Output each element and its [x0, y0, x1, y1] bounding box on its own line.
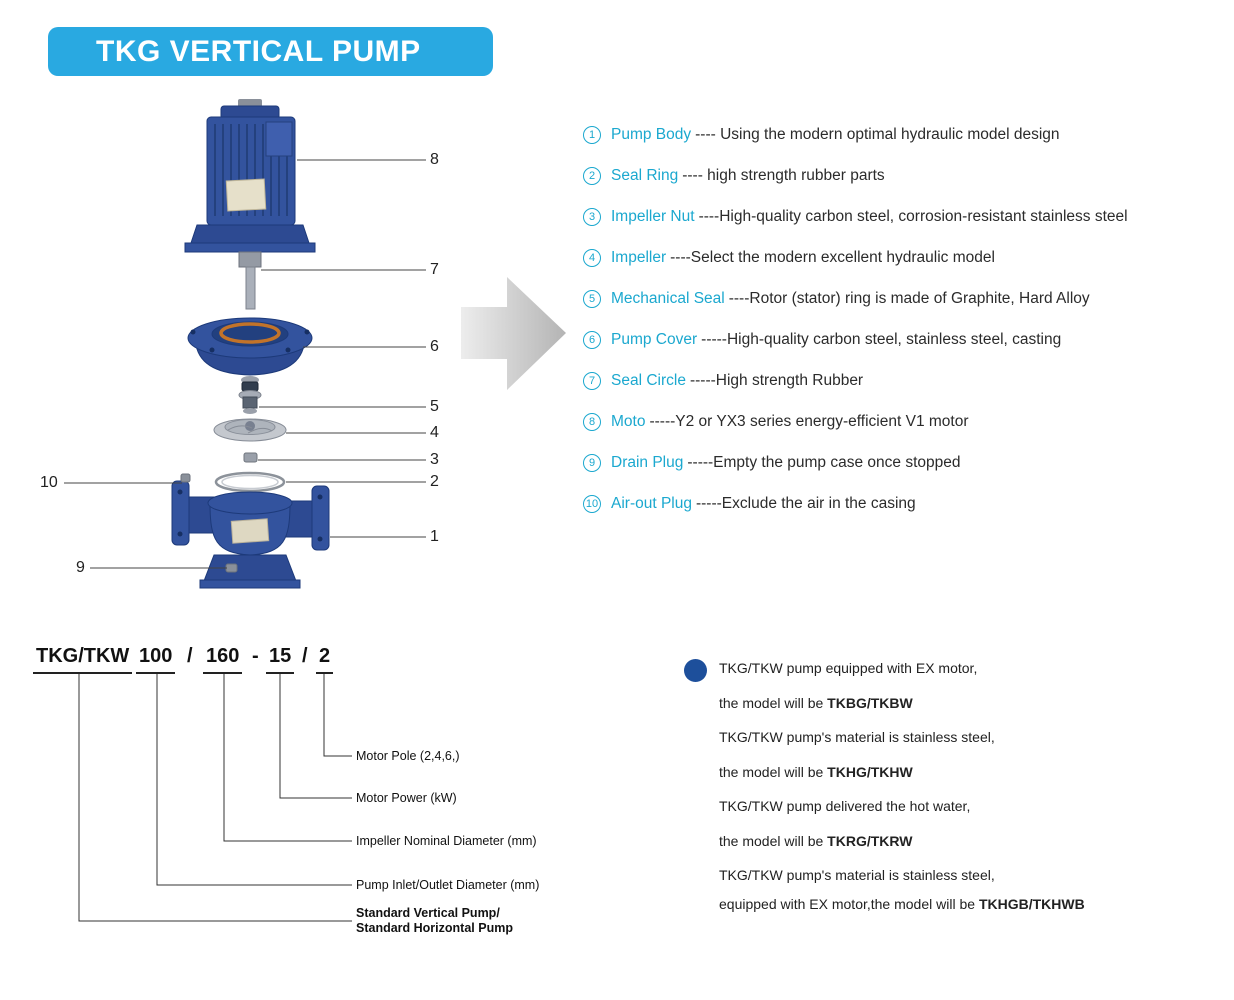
title-banner: TKG VERTICAL PUMP: [48, 27, 493, 76]
part-name: Pump Body: [611, 126, 692, 143]
label-standard-vertical-pump: Standard Vertical Pump/: [356, 906, 500, 920]
callout-number-9: 9: [76, 559, 85, 576]
list-item: 6 Pump Cover -----High-quality carbon st…: [583, 331, 1128, 349]
part-name: Moto: [611, 413, 646, 430]
part-description: -----Y2 or YX3 series energy-efficient V…: [649, 413, 969, 430]
model-code-seg-15: 15: [266, 645, 295, 674]
pump-exploded-illustration: [171, 99, 330, 589]
list-item: 1 Pump Body ---- Using the modern optima…: [583, 126, 1128, 144]
list-item: 7 Seal Circle -----High strength Rubber: [583, 372, 1128, 390]
part-name: Impeller: [611, 249, 667, 266]
part-description: ----High-quality carbon steel, corrosion…: [698, 208, 1128, 225]
list-item: 2 Seal Ring ---- high strength rubber pa…: [583, 167, 1128, 185]
note-line: equipped with EX motor,the model will be…: [719, 895, 1085, 912]
mechanical-seal-part: [238, 376, 262, 414]
circled-number-icon: 7: [583, 372, 601, 390]
callout-number-6: 6: [430, 338, 439, 355]
circled-number-icon: 8: [583, 413, 601, 431]
model-code-prefix: TKG/TKW: [33, 645, 133, 674]
model-code-seg-160: 160: [203, 645, 243, 674]
label-impeller-diameter: Impeller Nominal Diameter (mm): [356, 834, 537, 848]
circled-number-icon: 9: [583, 454, 601, 472]
part-description: ---- high strength rubber parts: [682, 167, 885, 184]
label-standard-horizontal-pump: Standard Horizontal Pump: [356, 921, 513, 935]
part-name: Seal Circle: [611, 372, 686, 389]
model-variant-notes: TKG/TKW pump equipped with EX motor, the…: [719, 660, 1085, 930]
part-description: -----Empty the pump case once stopped: [687, 454, 961, 471]
impeller-nut-part: [243, 452, 258, 463]
part-name: Pump Cover: [611, 331, 698, 348]
circled-number-icon: 1: [583, 126, 601, 144]
list-item: 8 Moto -----Y2 or YX3 series energy-effi…: [583, 413, 1128, 431]
callout-number-8: 8: [430, 151, 439, 168]
circled-number-icon: 6: [583, 331, 601, 349]
label-motor-power: Motor Power (kW): [356, 791, 457, 805]
note-line: the model will be TKBG/TKBW: [719, 694, 913, 711]
pump-cover-part: [187, 317, 313, 376]
circled-number-icon: 4: [583, 249, 601, 267]
callout-number-7: 7: [430, 261, 439, 278]
pump-body-part: [171, 473, 330, 589]
callout-number-2: 2: [430, 473, 439, 490]
impeller-part: [213, 418, 287, 442]
label-motor-pole: Motor Pole (2,4,6,): [356, 749, 460, 763]
callout-lines: [64, 159, 426, 569]
right-arrow-icon: [461, 277, 566, 390]
part-name: Seal Ring: [611, 167, 679, 184]
note-line: TKG/TKW pump's material is stainless ste…: [719, 729, 995, 745]
list-item: 10 Air-out Plug -----Exclude the air in …: [583, 495, 1128, 513]
part-description: -----High strength Rubber: [689, 372, 864, 389]
part-description: -----Exclude the air in the casing: [695, 495, 916, 512]
model-code-seg-2: 2: [316, 645, 334, 674]
note-line: TKG/TKW pump equipped with EX motor,: [719, 660, 978, 676]
model-code-separator: /: [302, 645, 308, 667]
callout-number-1: 1: [430, 528, 439, 545]
callout-number-5: 5: [430, 398, 439, 415]
part-name: Mechanical Seal: [611, 290, 725, 307]
note-line: TKG/TKW pump's material is stainless ste…: [719, 867, 995, 883]
part-description: ---- Using the modern optimal hydraulic …: [695, 126, 1060, 143]
circled-number-icon: 5: [583, 290, 601, 308]
drain-plug-part: [225, 563, 238, 573]
model-code-separator: /: [187, 645, 193, 667]
list-item: 4 Impeller ----Select the modern excelle…: [583, 249, 1128, 267]
part-name: Drain Plug: [611, 454, 684, 471]
motor-part: [184, 99, 316, 253]
note-line: TKG/TKW pump delivered the hot water,: [719, 798, 971, 814]
part-description: ----Rotor (stator) ring is made of Graph…: [728, 290, 1090, 307]
callout-number-3: 3: [430, 451, 439, 468]
circled-number-icon: 10: [583, 495, 601, 513]
air-out-plug-part: [180, 473, 191, 483]
model-code-seg-100: 100: [136, 645, 176, 674]
list-item: 3 Impeller Nut ----High-quality carbon s…: [583, 208, 1128, 226]
seal-ring-part: [214, 471, 286, 493]
part-description: -----High-quality carbon steel, stainles…: [701, 331, 1062, 348]
callout-number-4: 4: [430, 424, 439, 441]
part-name: Air-out Plug: [611, 495, 692, 512]
part-description: ----Select the modern excellent hydrauli…: [670, 249, 995, 266]
shaft-part: [238, 251, 262, 310]
list-item: 5 Mechanical Seal ----Rotor (stator) rin…: [583, 290, 1128, 308]
part-name: Impeller Nut: [611, 208, 695, 225]
circled-number-icon: 2: [583, 167, 601, 185]
note-bullet-icon: [684, 659, 707, 682]
circled-number-icon: 3: [583, 208, 601, 226]
note-line: the model will be TKRG/TKRW: [719, 832, 913, 849]
page-title: TKG VERTICAL PUMP: [96, 34, 421, 68]
note-line: the model will be TKHG/TKHW: [719, 763, 913, 780]
parts-list: 1 Pump Body ---- Using the modern optima…: [583, 126, 1128, 513]
callout-number-10: 10: [40, 474, 58, 491]
model-code-tree-lines: [78, 672, 352, 922]
model-code-separator: -: [252, 645, 259, 667]
list-item: 9 Drain Plug -----Empty the pump case on…: [583, 454, 1128, 472]
label-inlet-outlet-diameter: Pump Inlet/Outlet Diameter (mm): [356, 878, 540, 892]
